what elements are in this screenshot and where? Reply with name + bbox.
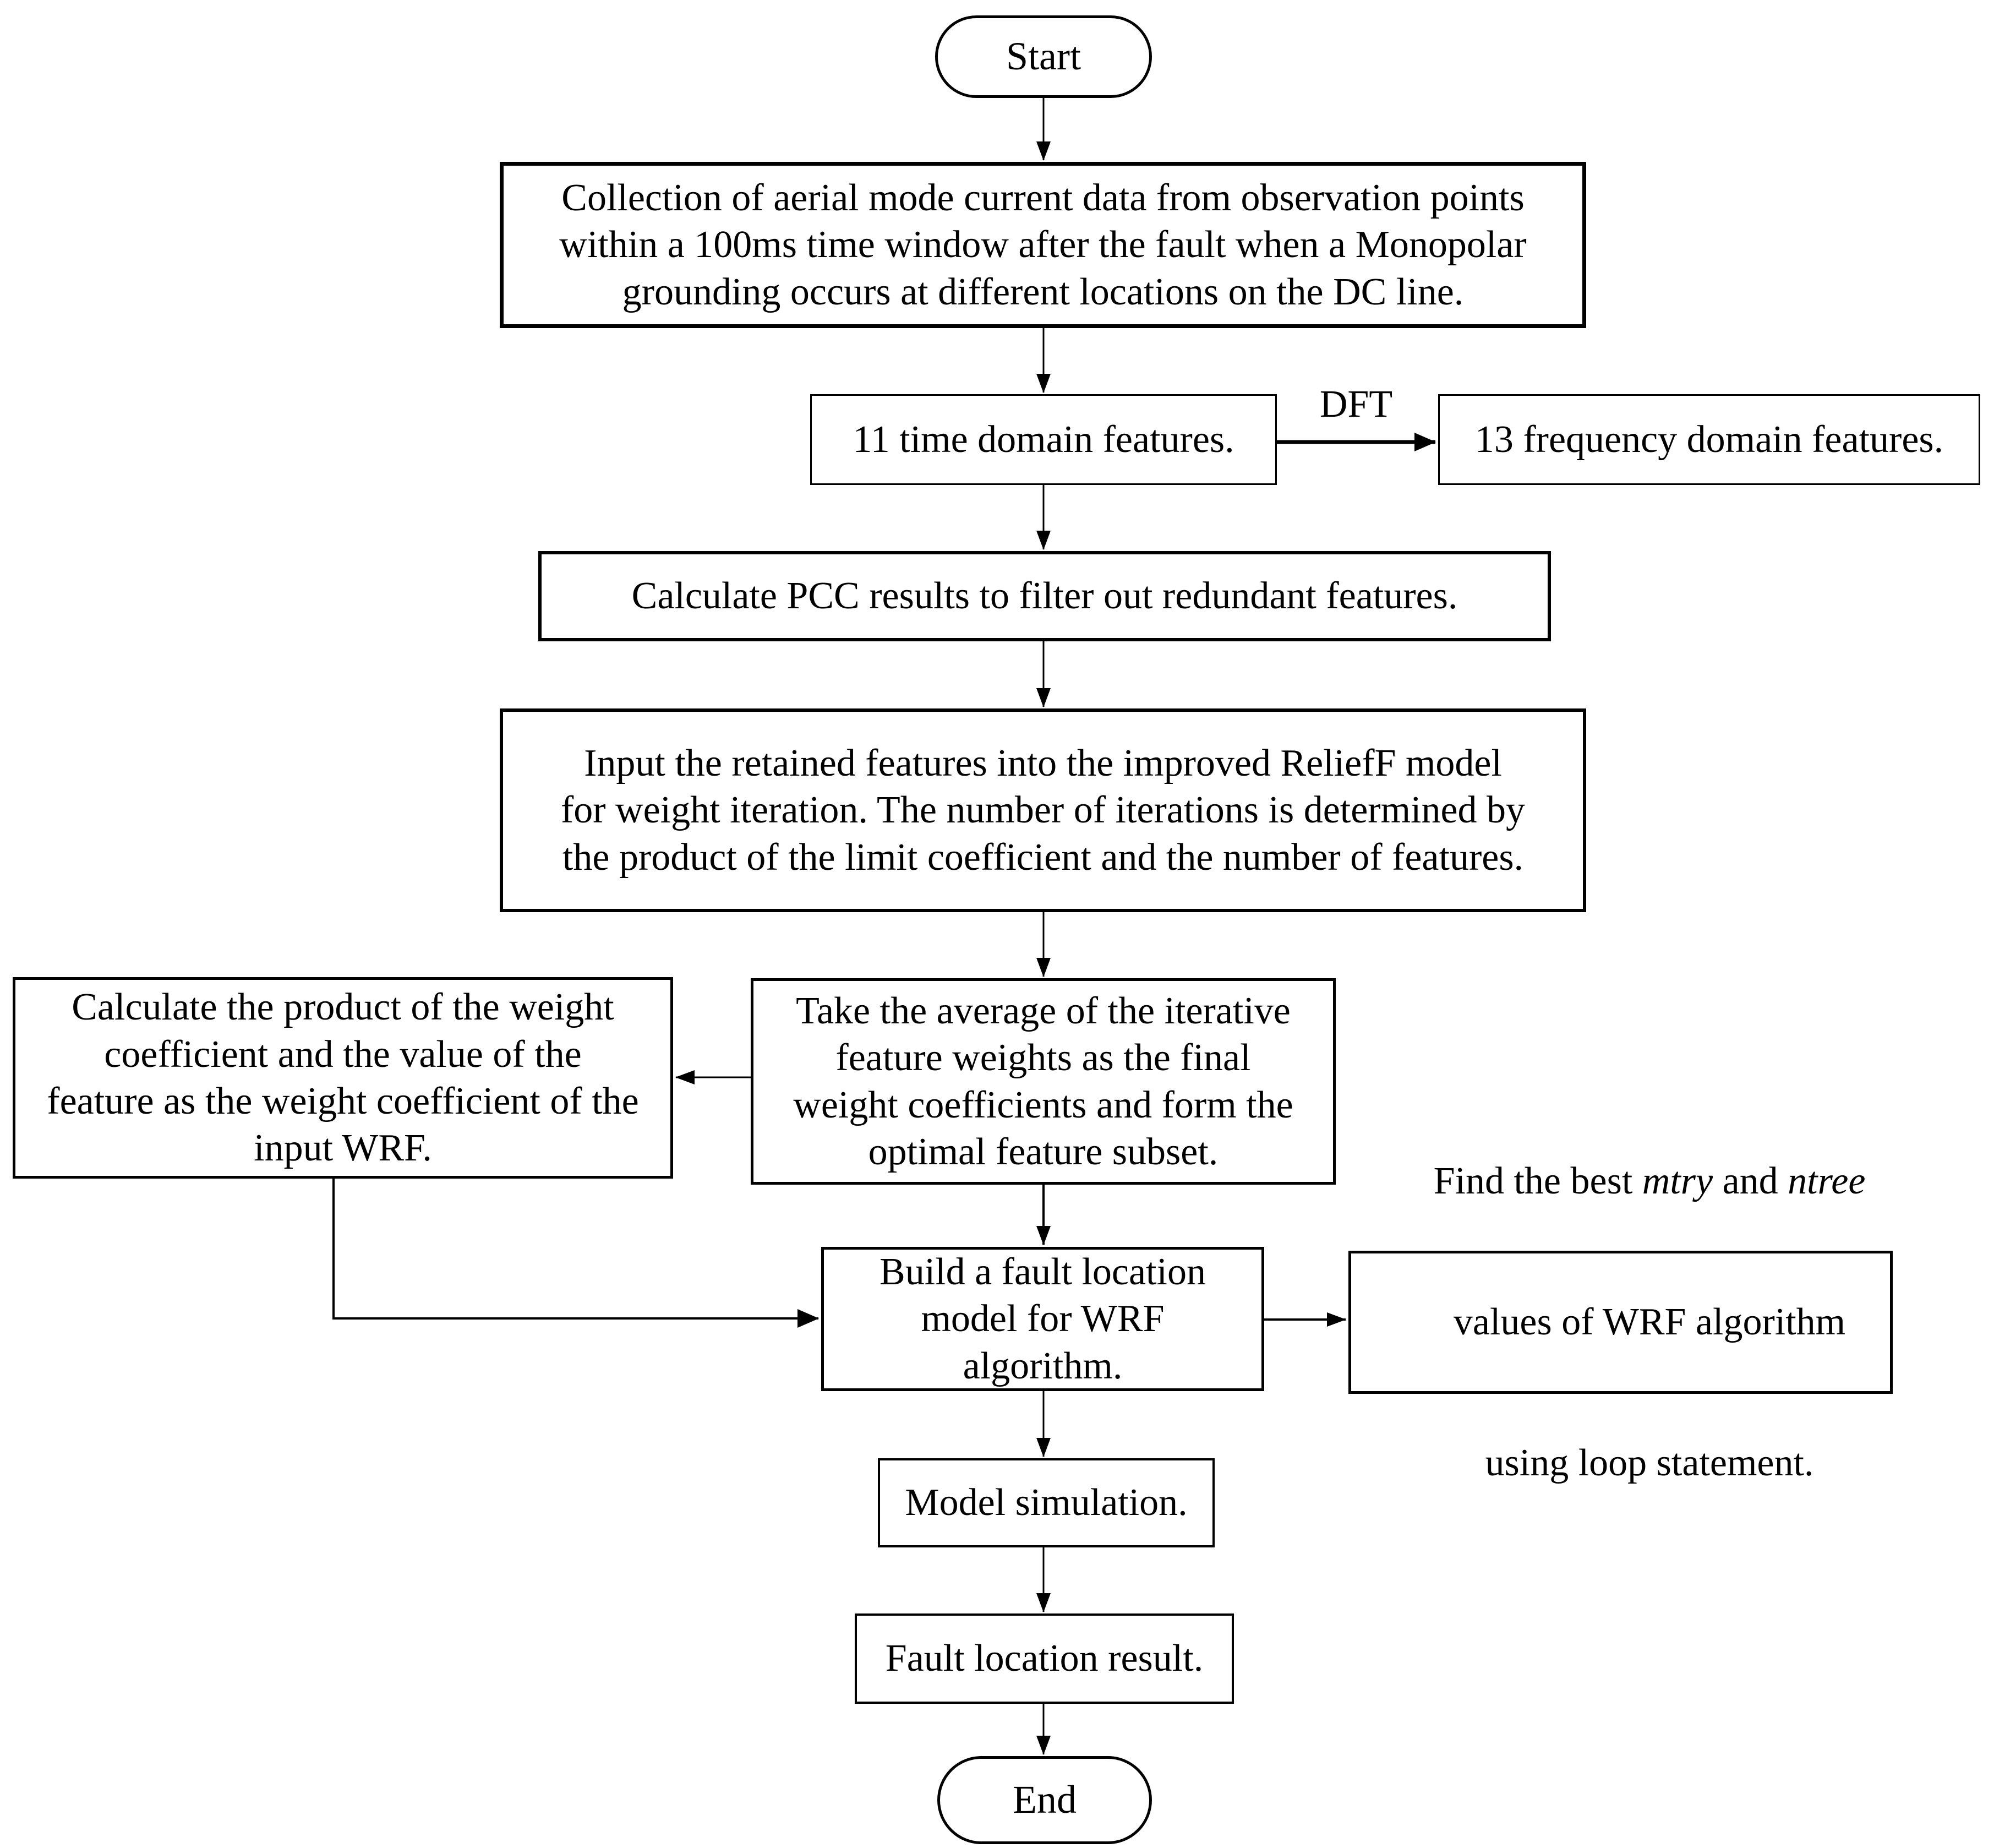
fault-result-box: Fault location result. (855, 1613, 1234, 1704)
find-params-box: Find the best mtry and ntree values of W… (1348, 1160, 1893, 1484)
relieff-box: Input the retained features into the imp… (500, 708, 1586, 912)
time-features-label: 11 time domain features. (853, 418, 1234, 461)
weight-product-box: Calculate the product of the weight coef… (13, 977, 673, 1179)
build-model-box: Build a fault location model for WRF alg… (821, 1247, 1264, 1391)
dft-edge-label: DFT (1319, 383, 1393, 426)
pcc-label: Calculate PCC results to filter out redu… (631, 575, 1458, 618)
model-simulation-label: Model simulation. (905, 1481, 1188, 1524)
end-terminator: End (937, 1756, 1152, 1844)
find-params-label: Find the best mtry and ntree values of W… (1376, 1111, 1866, 1534)
find-params-line2: values of WRF algorithm (1453, 1301, 1846, 1344)
start-label: Start (1006, 34, 1081, 79)
pcc-box: Calculate PCC results to filter out redu… (538, 551, 1551, 641)
weight-product-label: Calculate the product of the weight coef… (47, 986, 639, 1170)
ntree-italic: ntree (1788, 1160, 1866, 1203)
start-terminator: Start (935, 15, 1152, 98)
build-model-label: Build a fault location model for WRF alg… (879, 1250, 1206, 1387)
collect-data-box: Collection of aerial mode current data f… (500, 162, 1586, 328)
end-label: End (1013, 1778, 1077, 1822)
time-features-box: 11 time domain features. (810, 394, 1277, 485)
average-weights-label: Take the average of the iterative featur… (793, 989, 1293, 1173)
find-params-line1: Find the best mtry and ntree (1433, 1160, 1866, 1203)
model-simulation-box: Model simulation. (878, 1458, 1215, 1547)
relieff-label: Input the retained features into the imp… (560, 742, 1526, 879)
freq-features-box: 13 frequency domain features. (1438, 394, 1980, 485)
freq-features-label: 13 frequency domain features. (1474, 418, 1944, 461)
average-weights-box: Take the average of the iterative featur… (751, 978, 1336, 1185)
fault-result-label: Fault location result. (885, 1637, 1204, 1680)
find-params-line3: using loop statement. (1485, 1442, 1814, 1485)
arrow-product-to-build (332, 1179, 819, 1328)
collect-data-label: Collection of aerial mode current data f… (559, 176, 1527, 313)
mtry-italic: mtry (1642, 1160, 1713, 1203)
